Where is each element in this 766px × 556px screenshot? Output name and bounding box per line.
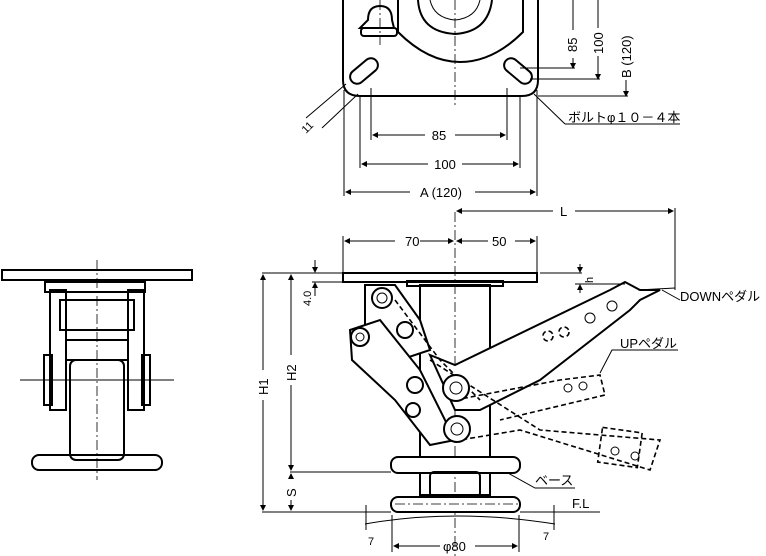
side-view: DOWNペダル UPペダル ベース 70 50 L 4.0 H1 H2 S bbox=[256, 204, 760, 556]
dim-85-vertical: 85 bbox=[565, 38, 580, 52]
base-plate bbox=[390, 456, 521, 474]
dim-100-horizontal: 100 bbox=[434, 157, 456, 172]
slot-width: 11 bbox=[300, 120, 317, 137]
foot-pad bbox=[390, 496, 521, 513]
dim-85-horizontal: 85 bbox=[432, 128, 446, 143]
dim-h: h bbox=[584, 277, 596, 283]
angle-right: 7 bbox=[543, 531, 549, 543]
dim-s: S bbox=[284, 488, 299, 497]
dim-b: B (120) bbox=[619, 35, 634, 78]
base-label: ベース bbox=[535, 473, 573, 488]
dim-h1: H1 bbox=[256, 378, 271, 395]
up-pedal-label: UPペダル bbox=[620, 336, 677, 351]
angle-left: 7 bbox=[368, 536, 374, 548]
front-view bbox=[1, 260, 193, 480]
floor-level-label: F.L bbox=[572, 496, 589, 511]
top-plate-view: 85 100 B (120) 85 100 A (120) 11 ボルトφ１０－… bbox=[300, 0, 680, 200]
dim-70: 70 bbox=[405, 234, 419, 249]
dim-100-vertical: 100 bbox=[591, 32, 606, 54]
bolt-slots bbox=[349, 57, 533, 85]
dim-a: A (120) bbox=[420, 185, 462, 200]
dim-50: 50 bbox=[492, 234, 506, 249]
dim-phi80: φ80 bbox=[443, 539, 466, 554]
down-pedal-label: DOWNペダル bbox=[680, 289, 760, 304]
dim-l: L bbox=[560, 204, 567, 219]
dim-4: 4.0 bbox=[302, 291, 314, 306]
dim-h2: H2 bbox=[284, 364, 299, 381]
bolt-note: ボルトφ１０－４本 bbox=[568, 110, 680, 125]
